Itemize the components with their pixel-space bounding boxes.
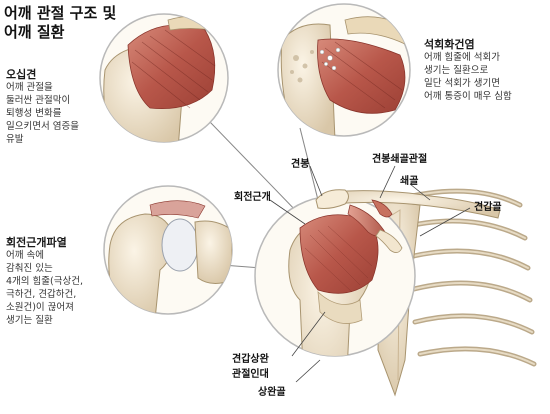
- calcific-tendinitis-line-3: 일단 석회가 생기면: [424, 78, 500, 89]
- label-clavicle: 쇄골: [400, 176, 419, 187]
- label-gh-ligament-line-1: 견갑상완: [232, 354, 269, 365]
- label-gh-ligament-line-2: 관절인대: [232, 369, 269, 380]
- title-line-2: 어깨 질환: [4, 23, 65, 41]
- frozen-shoulder-line-3: 퇴행성 변화를: [6, 108, 62, 119]
- label-acromion: 견봉: [291, 159, 310, 170]
- title-line-1: 어깨 관절 구조 및: [4, 4, 117, 22]
- rotator-tear-line-1: 어깨 속에: [6, 250, 44, 261]
- rotator-tear-title: 회전근개파열: [6, 236, 67, 249]
- label-scapula: 견갑골: [474, 202, 502, 213]
- calcific-tendinitis-line-4: 어깨 통증이 매우 심함: [424, 91, 512, 102]
- calcific-tendinitis-title: 석회화건염: [424, 38, 475, 51]
- label-humerus: 상완골: [258, 387, 286, 398]
- page-title: 어깨 관절 구조 및 어깨 질환: [4, 4, 116, 42]
- frozen-shoulder-line-4: 일으키면서 염증을: [6, 121, 79, 132]
- frozen-shoulder-title: 오십견: [6, 68, 37, 81]
- rotator-tear-line-4: 극하건, 견갑하건,: [6, 289, 77, 300]
- label-gh-ligament: 견갑상완 관절인대: [232, 350, 269, 380]
- frozen-shoulder-line-1: 어깨 관절을: [6, 82, 53, 93]
- frozen-shoulder-line-2: 둘러싼 관절막이: [6, 95, 71, 106]
- rotator-tear-block: 회전근개파열 어깨 속에 감춰진 있는 4개의 힘줄(극상건, 극하건, 견갑하…: [6, 236, 83, 327]
- calcific-tendinitis-block: 석회화건염 어깨 힘줄에 석회가 생기는 질환으로 일단 석회가 생기면 어깨 …: [424, 38, 512, 103]
- calcific-tendinitis-line-2: 생기는 질환으로: [424, 65, 489, 76]
- acromion-bone: [315, 189, 349, 209]
- label-rotator-cuff: 회전근개: [234, 192, 271, 203]
- label-ac-joint: 견봉쇄골관절: [372, 154, 428, 165]
- rotator-tear-line-5: 소원건)이 끊어져: [6, 302, 74, 313]
- label-leaders: [269, 165, 471, 383]
- clavicle-bone: [329, 190, 501, 219]
- frozen-shoulder-line-5: 유발: [6, 134, 24, 145]
- rotator-tear-line-6: 생기는 질환: [6, 315, 53, 326]
- rotator-tear-line-3: 4개의 힘줄(극상건,: [6, 276, 83, 287]
- rotator-tear-line-2: 감춰진 있는: [6, 263, 53, 274]
- calcific-tendinitis-line-1: 어깨 힘줄에 석회가: [424, 52, 500, 63]
- frozen-shoulder-block: 오십견 어깨 관절을 둘러싼 관절막이 퇴행성 변화를 일으키면서 염증을 유발: [6, 68, 79, 146]
